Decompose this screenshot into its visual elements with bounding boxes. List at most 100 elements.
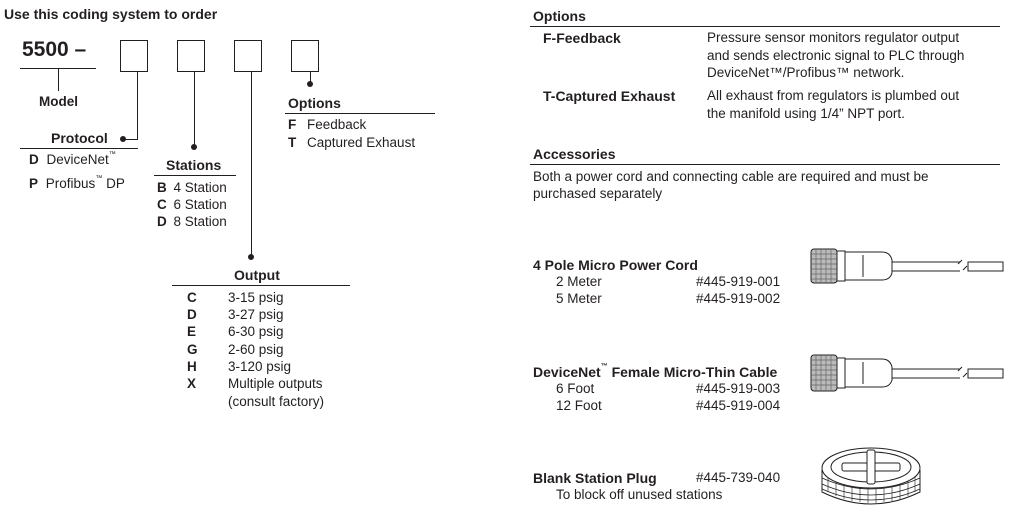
- accessories-title: Accessories: [533, 146, 616, 162]
- protocol-suffix: DP: [102, 176, 125, 191]
- cable-title: DeviceNet™ Female Micro-Thin Cable: [533, 363, 778, 380]
- output-label: 3-27 psig: [228, 307, 284, 322]
- option-name: T-Captured Exhaust: [543, 88, 676, 104]
- output-item: G 2-60 psig: [187, 342, 284, 357]
- plug-illustration: [821, 447, 921, 505]
- cable-illustration: [810, 354, 1004, 392]
- protocol-title: Protocol: [51, 130, 108, 146]
- cable-title-part: DeviceNet: [533, 364, 601, 380]
- plug-part: #445-739-040: [696, 470, 781, 485]
- output-label: 3-120 psig: [228, 359, 292, 374]
- output-code: G: [187, 342, 198, 357]
- output-rule: [172, 285, 350, 286]
- option-desc-line: DeviceNet™/Profibus™ network.: [707, 65, 905, 80]
- option-name: F-Feedback: [543, 30, 621, 46]
- protocol-leader-vertical: [137, 72, 138, 139]
- options-code: T: [288, 135, 297, 150]
- power-cord-illustration: [810, 248, 1004, 284]
- output-code: E: [187, 324, 197, 339]
- output-leader: [251, 72, 252, 256]
- options-leader: [310, 72, 311, 84]
- power-cord-length: 2 Meter: [556, 274, 602, 289]
- protocol-rule: [20, 148, 138, 149]
- stations-item: D 8 Station: [157, 214, 227, 229]
- output-code: C: [187, 290, 197, 305]
- cable-length: 6 Foot: [556, 381, 595, 396]
- stations-item: B 4 Station: [157, 180, 227, 195]
- protocol-label: Profibus: [45, 176, 96, 191]
- protocol-code: D: [29, 152, 39, 167]
- options-code: F: [288, 117, 297, 132]
- output-leader-dot: [248, 254, 254, 260]
- trademark-mark: ™: [108, 151, 116, 158]
- options-item: F Feedback: [288, 117, 366, 132]
- stations-code-box: [177, 40, 205, 72]
- output-code-box: [234, 40, 262, 72]
- stations-item: C 6 Station: [157, 197, 227, 212]
- cable-part: #445-919-003: [696, 381, 781, 396]
- option-desc-line: Pressure sensor monitors regulator outpu…: [707, 30, 960, 45]
- protocol-leader-dot: [120, 136, 126, 142]
- options-code-box: [291, 40, 319, 72]
- options-leader-dot: [307, 81, 313, 87]
- power-cord-title: 4 Pole Micro Power Cord: [533, 257, 698, 273]
- output-code: X: [187, 376, 197, 391]
- power-cord-length: 5 Meter: [556, 291, 602, 306]
- stations-code: D: [157, 214, 167, 229]
- order-header: Use this coding system to order: [4, 6, 218, 22]
- output-label-continued: (consult factory): [228, 394, 325, 409]
- output-item: H 3-120 psig: [187, 359, 291, 374]
- power-cord-part: #445-919-002: [696, 291, 781, 306]
- output-label: 2-60 psig: [228, 342, 284, 357]
- protocol-leader-horizontal: [124, 139, 138, 140]
- model-code: 5500 –: [22, 38, 87, 61]
- stations-leader: [194, 72, 195, 146]
- cable-length: 12 Foot: [556, 398, 602, 413]
- options-label: Captured Exhaust: [307, 135, 416, 150]
- stations-leader-dot: [191, 144, 197, 150]
- option-desc-line: All exhaust from regulators is plumbed o…: [707, 88, 960, 103]
- options-title-left: Options: [288, 95, 341, 111]
- model-leader: [58, 69, 59, 91]
- plug-title: Blank Station Plug: [533, 470, 657, 486]
- accessories-intro-line: Both a power cord and connecting cable a…: [533, 169, 929, 184]
- output-item: D 3-27 psig: [187, 307, 284, 322]
- stations-label: 6 Station: [173, 197, 227, 212]
- output-item: C 3-15 psig: [187, 290, 284, 305]
- protocol-label: DeviceNet: [46, 152, 109, 167]
- options-title-right: Options: [533, 8, 586, 24]
- protocol-item-devicenet: D DeviceNet™: [29, 151, 116, 167]
- trademark-mark: ™: [600, 363, 608, 370]
- output-code: D: [187, 307, 197, 322]
- model-label: Model: [39, 94, 78, 109]
- stations-code: B: [157, 180, 167, 195]
- options-label: Feedback: [307, 117, 367, 132]
- output-item: E 6-30 psig: [187, 324, 284, 339]
- stations-rule: [154, 175, 236, 176]
- options-rule-right: [530, 26, 1000, 27]
- stations-title: Stations: [166, 157, 222, 173]
- stations-label: 8 Station: [173, 214, 227, 229]
- output-title: Output: [234, 267, 280, 283]
- option-desc-line: the manifold using 1/4” NPT port.: [707, 106, 905, 121]
- output-label: Multiple outputs: [228, 376, 323, 391]
- output-code: H: [187, 359, 197, 374]
- accessories-intro-line: purchased separately: [533, 186, 663, 201]
- stations-label: 4 Station: [173, 180, 227, 195]
- cable-title-part: Female Micro-Thin Cable: [607, 364, 778, 380]
- protocol-item-profibus: P Profibus™ DP: [29, 175, 125, 191]
- trademark-mark: ™: [95, 175, 103, 182]
- accessories-rule: [530, 164, 1000, 165]
- output-label: 6-30 psig: [228, 324, 284, 339]
- output-item: X Multiple outputs: [187, 376, 323, 391]
- protocol-code: P: [29, 176, 39, 191]
- cable-part: #445-919-004: [696, 398, 781, 413]
- output-label: 3-15 psig: [228, 290, 284, 305]
- protocol-code-box: [120, 40, 148, 72]
- power-cord-part: #445-919-001: [696, 274, 781, 289]
- plug-description: To block off unused stations: [556, 487, 723, 502]
- model-underline: [20, 68, 96, 69]
- options-item: T Captured Exhaust: [288, 135, 415, 150]
- stations-code: C: [157, 197, 167, 212]
- option-desc-line: and sends electronic signal to PLC throu…: [707, 48, 965, 63]
